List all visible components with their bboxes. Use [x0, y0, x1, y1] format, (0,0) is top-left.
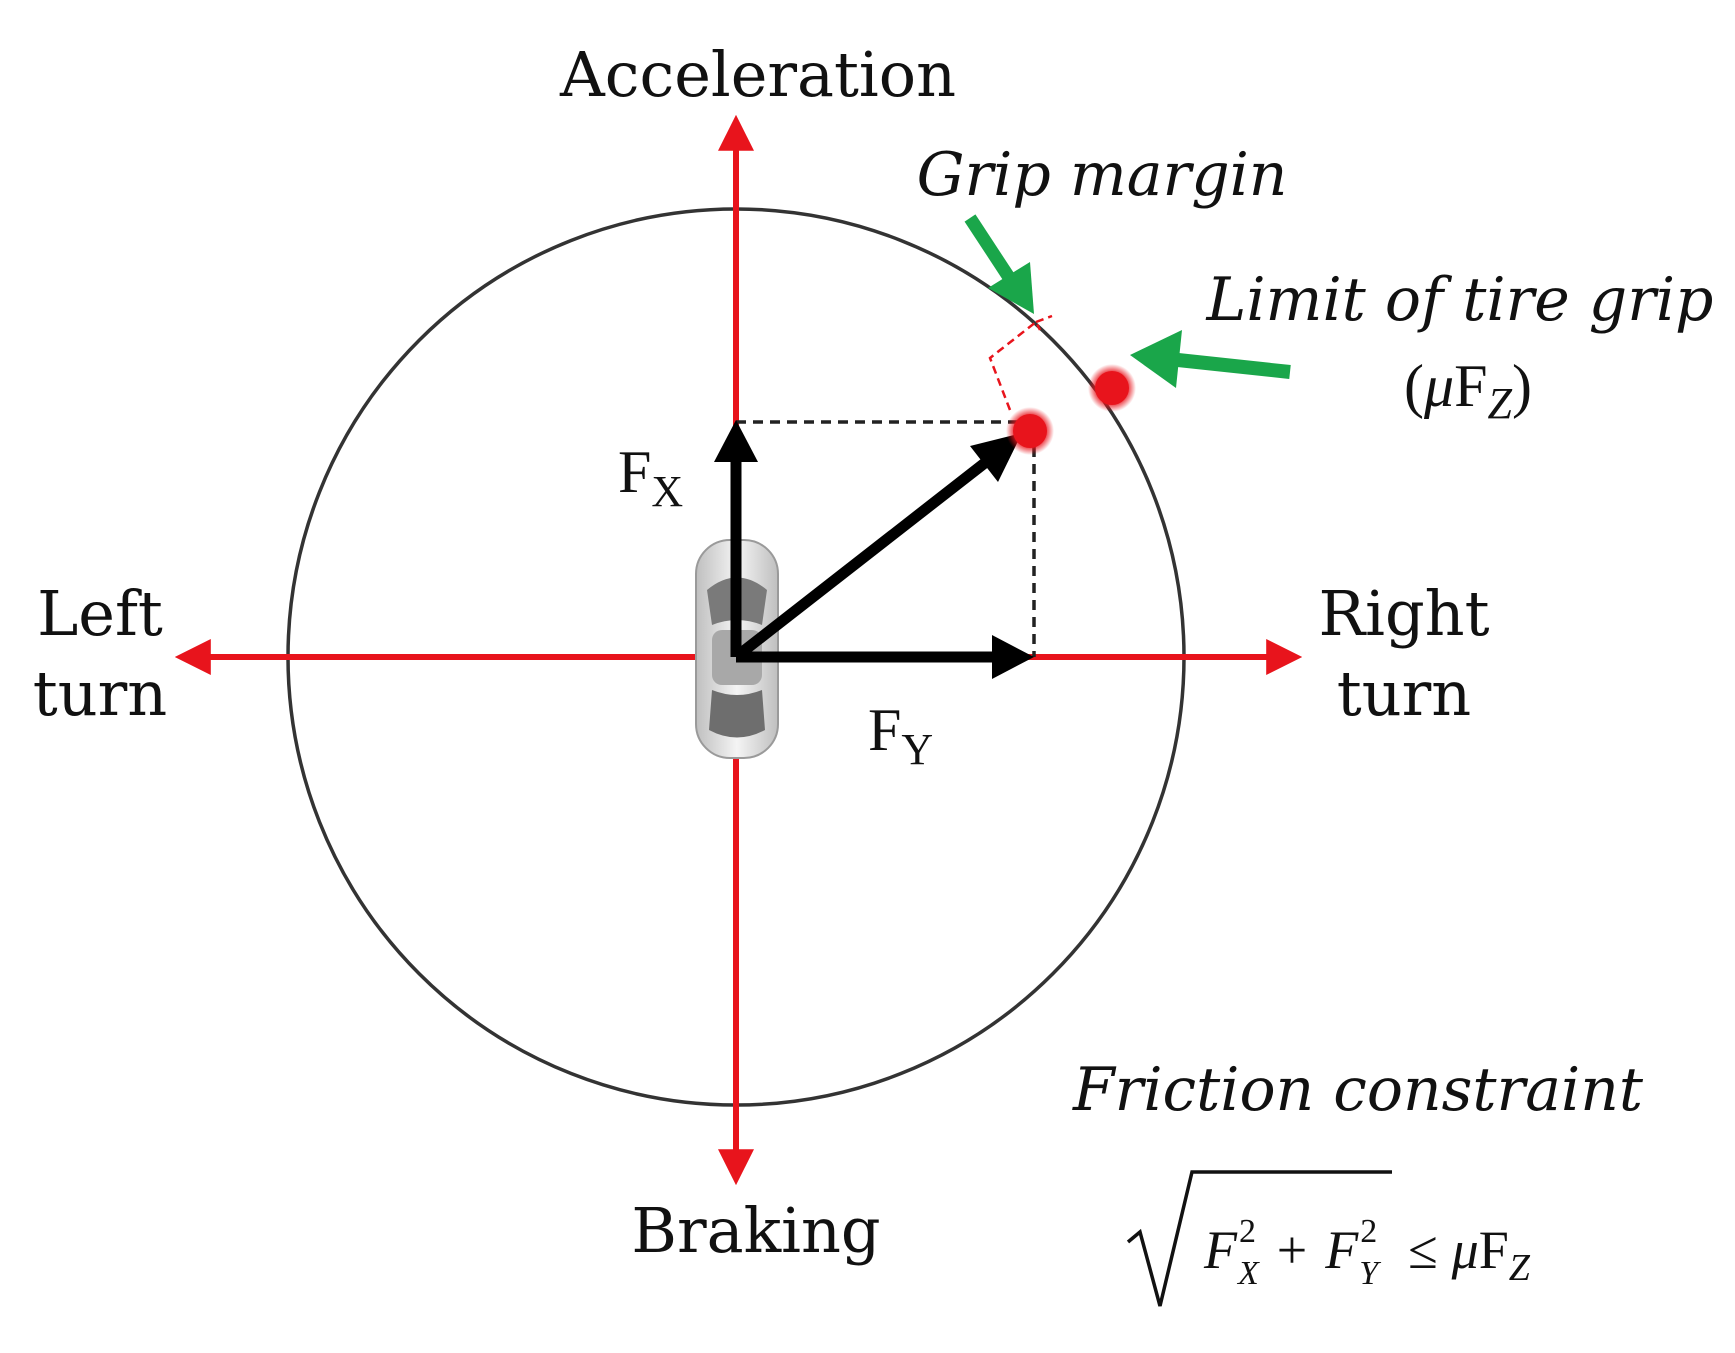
left-turn-label-line2: turn	[33, 657, 167, 730]
radical-sign	[1126, 1170, 1392, 1307]
fx-vector-arrow	[714, 420, 758, 657]
grip-margin-pointer-arrow	[964, 214, 1034, 314]
braking-label: Braking	[631, 1194, 880, 1267]
formula-rhs: ≤μFZ	[1408, 1220, 1531, 1289]
grip-margin-bracket	[988, 320, 1042, 411]
fx-symbol: FX	[618, 439, 683, 516]
limit-of-tire-grip-label: Limit of tire grip	[1206, 265, 1714, 335]
friction-constraint-label: Friction constraint	[1072, 1055, 1644, 1125]
current-grip-dot-core	[1013, 414, 1047, 448]
grip-margin-bracket-edge	[1035, 314, 1053, 324]
right-turn-label-line2: turn	[1337, 657, 1471, 730]
resultant-vector-arrow	[732, 433, 1022, 662]
fy-vector-arrow	[736, 635, 1034, 679]
fy-symbol: FY	[868, 697, 933, 774]
grip-margin-label: Grip margin	[917, 140, 1288, 210]
tire-grip-limit-pointer-arrow	[1130, 330, 1291, 388]
acceleration-label: Acceleration	[559, 38, 956, 111]
right-turn-label-line1: Right	[1318, 577, 1489, 650]
left-turn-label-line1: Left	[37, 577, 163, 650]
mu-fz-symbol: (μFZ)	[1404, 353, 1532, 428]
tire-grip-limit-dot-core	[1095, 371, 1129, 405]
